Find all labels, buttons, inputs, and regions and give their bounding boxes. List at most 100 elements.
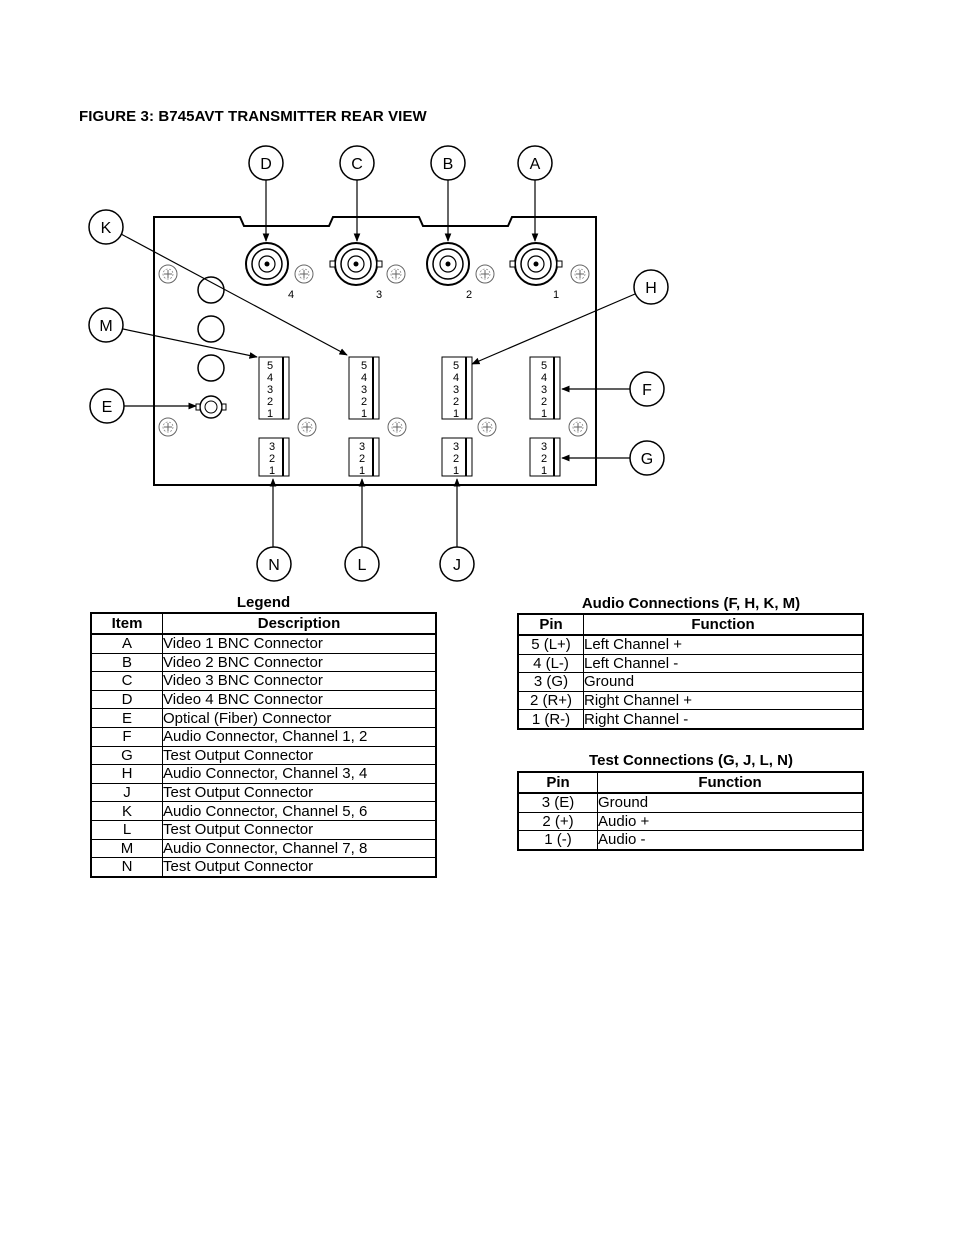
legend-row-value: Audio Connector, Channel 1, 2 bbox=[162, 726, 437, 747]
audio-row-key: 4 (L-) bbox=[517, 653, 584, 674]
svg-text:3: 3 bbox=[267, 384, 273, 396]
svg-text:2: 2 bbox=[453, 453, 459, 465]
audio-row: 2 (R+)Right Channel + bbox=[517, 690, 864, 711]
svg-text:A: A bbox=[530, 156, 541, 173]
bnc-number-1: 1 bbox=[553, 289, 559, 301]
svg-text:D: D bbox=[260, 156, 272, 173]
legend-row-key: F bbox=[90, 726, 163, 747]
screw-icon bbox=[297, 417, 317, 437]
svg-text:1: 1 bbox=[269, 465, 275, 477]
test-row-key: 2 (+) bbox=[517, 811, 598, 832]
legend-row-value: Audio Connector, Channel 3, 4 bbox=[162, 764, 437, 784]
legend-row-value: Test Output Connector bbox=[162, 745, 437, 766]
test-row-value: Audio - bbox=[597, 830, 864, 851]
callout-c: C bbox=[339, 145, 375, 181]
leader-lines bbox=[120, 180, 636, 547]
test-header-function: Function bbox=[597, 771, 864, 794]
svg-text:K: K bbox=[101, 220, 112, 237]
screw-icon bbox=[294, 264, 314, 284]
svg-text:1: 1 bbox=[453, 465, 459, 477]
legend-row-value: Optical (Fiber) Connector bbox=[162, 708, 437, 728]
chassis-outline bbox=[153, 216, 597, 486]
audio-header-function: Function bbox=[583, 613, 864, 636]
svg-text:5: 5 bbox=[541, 360, 547, 372]
test-connections-caption: Test Connections (G, J, L, N) bbox=[589, 752, 793, 769]
svg-text:5: 5 bbox=[361, 360, 367, 372]
audio-connections-table: Pin Function 5 (L+)Left Channel +4 (L-)L… bbox=[517, 613, 864, 730]
callout-j: J bbox=[439, 546, 475, 582]
legend-header-description: Description bbox=[162, 612, 437, 635]
legend-row-key: G bbox=[90, 745, 163, 766]
svg-text:1: 1 bbox=[453, 408, 459, 420]
figure-title: FIGURE 3: B745AVT TRANSMITTER REAR VIEW bbox=[79, 108, 427, 125]
legend-row-key: M bbox=[90, 838, 163, 859]
screw-icon bbox=[570, 264, 590, 284]
svg-text:J: J bbox=[453, 557, 461, 574]
svg-text:3: 3 bbox=[361, 384, 367, 396]
svg-text:1: 1 bbox=[541, 465, 547, 477]
svg-text:M: M bbox=[99, 318, 112, 335]
svg-text:G: G bbox=[641, 451, 653, 468]
callout-b: B bbox=[430, 145, 466, 181]
bnc-connector-b bbox=[426, 242, 470, 286]
legend-row-key: L bbox=[90, 819, 163, 840]
svg-text:3: 3 bbox=[453, 441, 459, 453]
legend-row-value: Video 2 BNC Connector bbox=[162, 652, 437, 673]
screw-icon bbox=[158, 417, 178, 437]
svg-text:1: 1 bbox=[541, 408, 547, 420]
legend-header-row: Item Description bbox=[90, 612, 437, 635]
legend-row-value: Audio Connector, Channel 5, 6 bbox=[162, 801, 437, 821]
audio-header-pin: Pin bbox=[517, 613, 584, 636]
screw-icon bbox=[386, 264, 406, 284]
legend-row-key: H bbox=[90, 764, 163, 784]
callout-n: N bbox=[256, 546, 292, 582]
audio-connections-caption: Audio Connections (F, H, K, M) bbox=[581, 595, 801, 612]
audio-row-key: 1 (R-) bbox=[517, 709, 584, 730]
audio-row-value: Right Channel - bbox=[583, 709, 864, 730]
svg-text:L: L bbox=[358, 557, 367, 574]
svg-text:B: B bbox=[443, 156, 454, 173]
optical-connector bbox=[195, 395, 227, 419]
legend-row-key: D bbox=[90, 689, 163, 710]
audio-row-key: 3 (G) bbox=[517, 672, 584, 692]
svg-text:1: 1 bbox=[359, 465, 365, 477]
legend-row-value: Test Output Connector bbox=[162, 857, 437, 878]
bnc-connector-a bbox=[509, 242, 563, 286]
audio-terminal-block-m: 5 4 3 2 1 bbox=[258, 356, 290, 420]
screw-icon bbox=[387, 417, 407, 437]
audio-terminal-block-k: 5 4 3 2 1 bbox=[348, 356, 380, 420]
audio-row: 5 (L+)Left Channel + bbox=[517, 634, 864, 655]
callout-a: A bbox=[517, 145, 553, 181]
test-row: 2 (+)Audio + bbox=[517, 811, 864, 832]
bnc-number-3: 3 bbox=[376, 289, 382, 301]
blank-hole bbox=[197, 354, 225, 382]
legend-row-value: Audio Connector, Channel 7, 8 bbox=[162, 838, 437, 859]
callout-k: K bbox=[88, 209, 124, 245]
svg-text:1: 1 bbox=[267, 408, 273, 420]
screw-icon bbox=[477, 417, 497, 437]
legend-row-key: A bbox=[90, 633, 163, 654]
svg-text:2: 2 bbox=[541, 396, 547, 408]
test-row-key: 1 (-) bbox=[517, 830, 598, 851]
bnc-connector-c bbox=[329, 242, 383, 286]
svg-text:5: 5 bbox=[267, 360, 273, 372]
test-row: 1 (-)Audio - bbox=[517, 830, 864, 851]
svg-text:4: 4 bbox=[541, 372, 547, 384]
callout-g: G bbox=[629, 440, 665, 476]
svg-text:5: 5 bbox=[453, 360, 459, 372]
audio-row-value: Ground bbox=[583, 672, 864, 692]
svg-text:2: 2 bbox=[269, 453, 275, 465]
svg-text:E: E bbox=[102, 399, 113, 416]
legend-row-value: Test Output Connector bbox=[162, 782, 437, 803]
bnc-number-2: 2 bbox=[466, 289, 472, 301]
callout-m: M bbox=[88, 307, 124, 343]
bnc-number-4: 4 bbox=[288, 289, 294, 301]
